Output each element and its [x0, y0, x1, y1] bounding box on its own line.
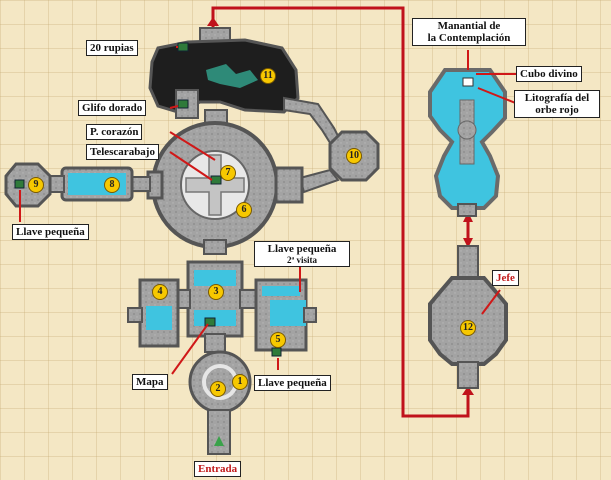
- room-number-6: 6: [236, 202, 252, 218]
- room-5-water: [262, 286, 300, 296]
- chest-icon: [177, 42, 189, 52]
- label-entrada: Entrada: [194, 461, 242, 477]
- chest-icon: [204, 317, 216, 327]
- chest-icon: [210, 175, 222, 185]
- label-llave-pequena-2a-visita: Llave pequeña 2ª visita: [254, 241, 350, 267]
- label-llave-pequena-izq: Llave pequeña: [12, 224, 89, 240]
- entrance-arrow-icon: [214, 436, 224, 446]
- callout-arrow: [481, 289, 501, 315]
- label-manantial-line1: Manantial de: [437, 20, 501, 32]
- label-segunda-visita: 2ª visita: [287, 255, 317, 265]
- room-11-ledge: [206, 64, 258, 88]
- corridor: [207, 409, 231, 455]
- room-number-2: 2: [210, 381, 226, 397]
- corridor: [457, 203, 477, 217]
- room-4-water: [146, 306, 172, 330]
- label-jefe: Jefe: [492, 270, 519, 286]
- callout-arrow: [171, 323, 209, 375]
- corridor: [283, 96, 342, 148]
- corridor: [203, 239, 227, 255]
- label-llave-pequena-inf: Llave pequeña: [254, 375, 331, 391]
- route-arrow: [463, 238, 473, 248]
- room-3-water: [194, 270, 236, 286]
- label-llave-line: Llave pequeña: [267, 243, 337, 255]
- room-number-1: 1: [232, 374, 248, 390]
- label-pieza-corazon: P. corazón: [86, 124, 143, 140]
- corridor: [298, 168, 340, 194]
- label-mapa: Mapa: [132, 374, 168, 390]
- chest-icon: [14, 179, 25, 189]
- label-telescarabajo: Telescarabajo: [86, 144, 159, 160]
- label-manantial-line2: la Contemplación: [427, 32, 511, 44]
- route-arrow: [462, 386, 474, 395]
- label-litografia: Litografía del orbe rojo: [514, 90, 600, 118]
- spring-pool-platform: [457, 120, 477, 140]
- corridor: [457, 245, 479, 281]
- callout-arrow: [169, 151, 213, 181]
- room-number-4: 4: [152, 284, 168, 300]
- label-litografia-line1: Litografía del: [524, 92, 590, 104]
- cube-icon: [462, 77, 474, 87]
- corridor: [457, 361, 479, 389]
- room-5-water: [270, 300, 306, 326]
- route-arrow: [207, 17, 219, 26]
- room-6-wing: [274, 166, 304, 204]
- label-manantial: Manantial de la Contemplación: [412, 18, 526, 46]
- label-litografia-line2: orbe rojo: [535, 104, 579, 116]
- chest-icon: [271, 347, 282, 357]
- label-20-rupias: 20 rupias: [86, 40, 138, 56]
- callout-arrow: [169, 131, 216, 161]
- chest-icon: [177, 99, 189, 109]
- room-number-3: 3: [208, 284, 224, 300]
- label-glifo-dorado: Glifo dorado: [78, 100, 147, 116]
- room-number-8: 8: [104, 177, 120, 193]
- room-number-5: 5: [270, 332, 286, 348]
- room-number-12: 12: [460, 320, 476, 336]
- callout-arrow: [477, 87, 519, 105]
- callout-arrow: [169, 105, 179, 109]
- corridor: [204, 333, 226, 353]
- room-number-11: 11: [260, 68, 276, 84]
- route-line: [211, 6, 470, 418]
- corridor: [303, 307, 317, 323]
- room-number-10: 10: [346, 148, 362, 164]
- room-number-7: 7: [220, 165, 236, 181]
- room-number-9: 9: [28, 177, 44, 193]
- corridor: [127, 307, 143, 323]
- label-cubo-divino: Cubo divino: [516, 66, 582, 82]
